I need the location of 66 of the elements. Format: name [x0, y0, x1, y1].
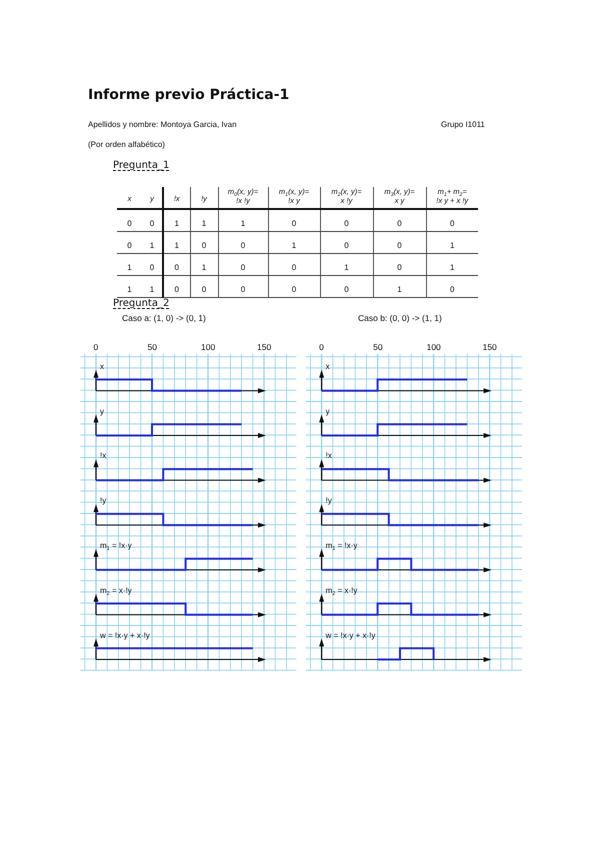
axis-tick-label: 0 — [319, 343, 324, 353]
axis-tick-label: 0 — [94, 343, 98, 353]
signal-label: m$_{1}$ = !x·y — [326, 540, 358, 550]
truth-value: 1 — [174, 218, 179, 228]
truth-value: 1 — [202, 218, 206, 228]
signal-label: x — [326, 362, 330, 371]
section-heading: Pregunta_2 — [113, 298, 170, 310]
truth-value: 0 — [344, 240, 349, 250]
page-title: Informe previo Práctica-1 — [88, 87, 290, 104]
signal-label: w = !x·y + x·!y — [100, 630, 150, 640]
truth-value: 1 — [450, 240, 454, 250]
student-name: Apellidos y nombre: Montoya Garcia, Ivan — [88, 120, 237, 130]
signal-label: x — [100, 362, 104, 371]
signal-label: w = !x·y + x·!y — [326, 630, 376, 640]
signal-label: m$_{1}$ = !x·y — [100, 540, 132, 550]
truth-value: 0 — [344, 218, 349, 228]
truth-value: 0 — [450, 284, 454, 294]
truth-value: 1 — [127, 284, 132, 294]
truth-value: 1 — [344, 262, 349, 272]
truth-value: 1 — [240, 218, 246, 228]
truth-value: 1 — [397, 284, 402, 294]
truth-value: 0 — [150, 218, 154, 228]
signal-label: !x — [100, 451, 106, 460]
truth-value: 0 — [127, 240, 132, 250]
truth-value: 1 — [292, 240, 296, 250]
signal-label: !x — [326, 451, 332, 460]
signal-label: y — [100, 406, 104, 416]
axis-tick-label: 100 — [426, 343, 441, 353]
truth-value: 1 — [150, 240, 154, 250]
axis-tick-label: 150 — [482, 343, 497, 353]
axis-tick-label: 100 — [201, 343, 216, 353]
truth-value: 1 — [174, 240, 179, 250]
truth-value: 0 — [292, 218, 296, 228]
case-heading: Caso b: (0, 0) -> (1, 1) — [358, 314, 442, 324]
truth-value: 1 — [202, 262, 206, 272]
truth-value: 0 — [292, 262, 296, 272]
axis-tick-label: 50 — [373, 343, 383, 353]
truth-value: 0 — [397, 262, 402, 272]
truth-value: 0 — [240, 262, 246, 272]
truth-value: 0 — [202, 240, 206, 250]
truth-value: 0 — [174, 262, 179, 272]
truth-value: 1 — [450, 262, 454, 272]
truth-value: 0 — [292, 284, 296, 294]
truth-value: 0 — [150, 262, 154, 272]
axis-tick-label: 150 — [257, 343, 272, 353]
truth-value: 0 — [344, 284, 349, 294]
truth-value: 0 — [240, 284, 246, 294]
truth-value: 1 — [150, 284, 154, 294]
truth-value: 0 — [450, 218, 454, 228]
order-note: (Por orden alfabético) — [88, 140, 165, 150]
truth-value: 0 — [397, 240, 402, 250]
truth-value: 0 — [240, 240, 246, 250]
signal-label: !y — [326, 496, 332, 506]
signal-label: y — [326, 406, 330, 416]
section-heading: Pregunta_1 — [113, 160, 170, 172]
truth-value: 0 — [174, 284, 179, 294]
case-heading: Caso a: (1, 0) -> (0, 1) — [122, 314, 206, 324]
axis-tick-label: 50 — [148, 343, 157, 353]
group-code: Grupo I1011 — [441, 120, 485, 130]
truth-value: 0 — [202, 284, 206, 294]
truth-value: 1 — [127, 262, 132, 272]
truth-value: 0 — [127, 218, 132, 228]
signal-label: !y — [100, 496, 106, 506]
signal-label: m$_{2}$ = x·!y — [326, 586, 358, 595]
truth-value: 0 — [397, 218, 402, 228]
signal-label: m$_{2}$ = x·!y — [100, 586, 132, 595]
